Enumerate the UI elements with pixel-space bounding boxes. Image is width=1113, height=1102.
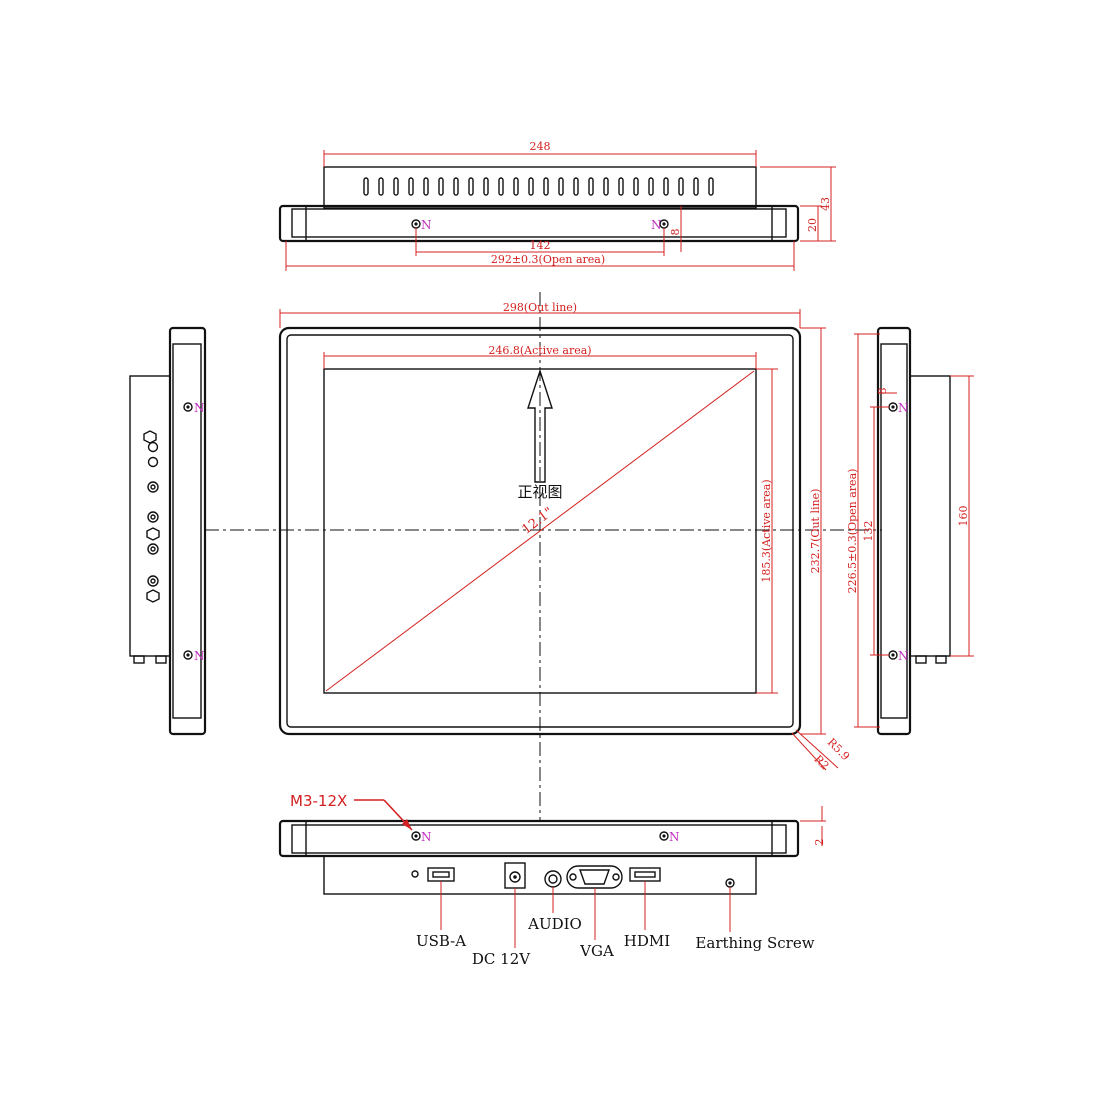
audio-jack	[544, 870, 562, 888]
mark-n: N	[669, 830, 680, 844]
side-ports	[143, 430, 160, 603]
center-lines	[205, 292, 882, 820]
dim-hole-spacing: 142	[530, 239, 551, 252]
dim-depth-total: 43	[819, 197, 832, 211]
mark-n: N	[421, 218, 432, 232]
mark-n: N	[194, 401, 205, 415]
orientation-arrow	[527, 368, 553, 483]
label-hdmi: HDMI	[624, 932, 670, 950]
io-ports	[411, 862, 735, 889]
dim-bezel-depth: 20	[806, 218, 819, 232]
front-view-caption: 正视图	[517, 483, 562, 501]
dim-outline-width: 298(Out line)	[503, 301, 577, 314]
label-earthing-screw: Earthing Screw	[695, 934, 814, 952]
dim-radius-inner: R2	[811, 753, 831, 773]
dim-outline-height: 232.7(Out line)	[809, 489, 822, 574]
bottom-view: N N USB-A DC 12V AUDIO VGA	[278, 792, 826, 968]
dim-open-area: 292±0.3(Open area)	[491, 253, 605, 266]
top-view: N N 248 43 20 8 142 292±0.3(Open area)	[278, 140, 836, 271]
dim-hole-offset: 8	[669, 229, 682, 236]
dim-small: 2	[813, 839, 826, 846]
label-dc-12v: DC 12V	[472, 950, 531, 968]
mark-n: N	[421, 830, 432, 844]
front-view: 12.1" 正视图 298(Out line) 246.8(Active are…	[278, 301, 852, 773]
mark-n: N	[898, 649, 909, 663]
dim-body-width: 248	[530, 140, 551, 153]
right-view: N N 226.5±0.3(Open area) 132 8 160	[846, 326, 974, 736]
dim-hole-spacing-v: 132	[862, 521, 875, 542]
label-usb-a: USB-A	[416, 932, 466, 950]
vent-slots	[363, 177, 714, 196]
dim-open-height: 226.5±0.3(Open area)	[846, 469, 859, 594]
screw-spec-label: M3-12X	[290, 792, 347, 810]
mark-n: N	[651, 218, 662, 232]
dim-active-width: 246.8(Active area)	[488, 344, 591, 357]
label-audio: AUDIO	[527, 915, 582, 933]
mark-n: N	[194, 649, 205, 663]
usb-port	[427, 867, 455, 882]
label-vga: VGA	[579, 942, 614, 960]
dim-body-height: 160	[957, 506, 970, 527]
left-view: N N	[129, 326, 207, 736]
dim-hole-offset-v: 8	[876, 388, 889, 395]
mark-n: N	[898, 401, 909, 415]
dim-active-height: 185.3(Active area)	[760, 479, 773, 582]
